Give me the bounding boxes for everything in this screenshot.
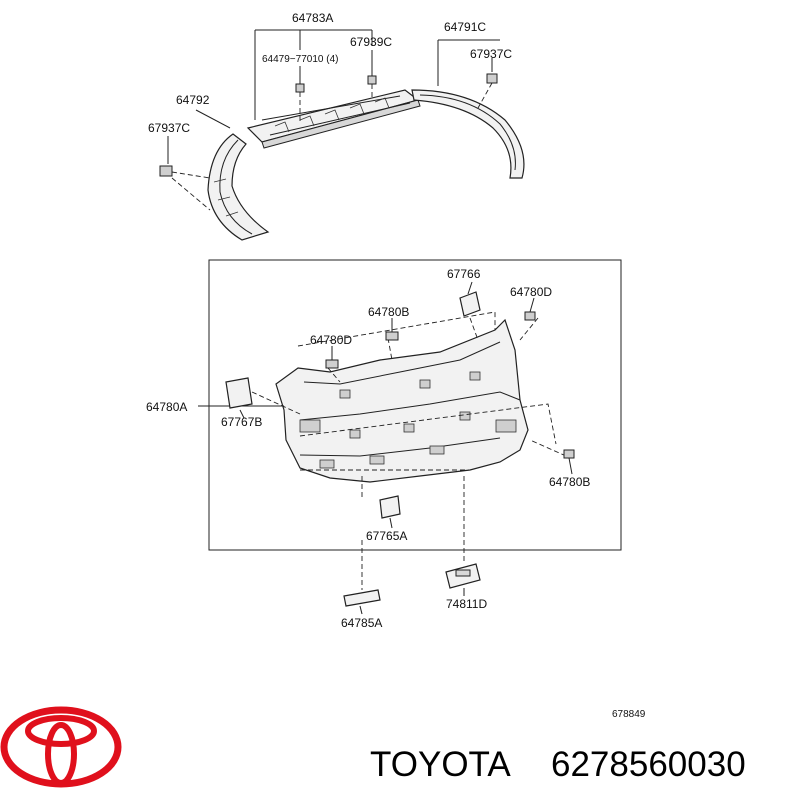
part-number: 6278560030 bbox=[551, 745, 746, 784]
leader-64792 bbox=[195, 109, 231, 129]
detail-frame bbox=[208, 259, 622, 551]
bracket-64783A bbox=[254, 29, 373, 120]
clip-64780D-left bbox=[325, 346, 339, 369]
clip-64780D-right bbox=[524, 297, 536, 321]
clip-67939C bbox=[367, 50, 377, 100]
clip-67937C-left bbox=[159, 136, 211, 211]
label-64791C: 64791C bbox=[444, 20, 486, 34]
label-64780A: 64780A bbox=[146, 400, 187, 414]
clip-64780B-top bbox=[385, 318, 399, 341]
label-64479: 64479−77010 (4) bbox=[262, 54, 338, 65]
label-64780B-right: 64780B bbox=[549, 475, 590, 489]
label-74811D: 74811D bbox=[446, 597, 487, 611]
brand-name: TOYOTA bbox=[370, 745, 511, 784]
label-67766: 67766 bbox=[447, 267, 481, 281]
part-64791C bbox=[411, 89, 525, 179]
label-64792: 64792 bbox=[176, 93, 210, 107]
part-64783A bbox=[246, 89, 421, 149]
bracket-64791C bbox=[437, 39, 500, 86]
label-64780D-right: 64780D bbox=[510, 285, 552, 299]
part-67766 bbox=[459, 281, 481, 317]
label-67767B: 67767B bbox=[221, 415, 262, 429]
part-67765A bbox=[361, 476, 401, 529]
label-64780D-left: 64780D bbox=[310, 333, 352, 347]
clip-67937C-right bbox=[477, 73, 498, 109]
part-64780A-board bbox=[275, 318, 529, 483]
label-67937C-right: 67937C bbox=[470, 47, 512, 61]
part-74811D bbox=[445, 476, 481, 596]
clip-64479 bbox=[295, 66, 305, 122]
part-64792 bbox=[207, 133, 270, 241]
dashed-guides bbox=[297, 311, 567, 471]
label-64780B-top: 64780B bbox=[368, 305, 409, 319]
label-64785A: 64785A bbox=[341, 616, 382, 630]
toyota-logo-icon bbox=[0, 706, 122, 788]
part-64785A bbox=[343, 540, 381, 615]
label-64783A: 64783A bbox=[292, 11, 333, 25]
label-67937C-left: 67937C bbox=[148, 121, 190, 135]
label-67765A: 67765A bbox=[366, 529, 407, 543]
label-67939C: 67939C bbox=[350, 35, 392, 49]
clip-64780B-right bbox=[563, 449, 575, 475]
part-67767B bbox=[225, 377, 301, 419]
diagram-id: 678849 bbox=[612, 709, 646, 720]
